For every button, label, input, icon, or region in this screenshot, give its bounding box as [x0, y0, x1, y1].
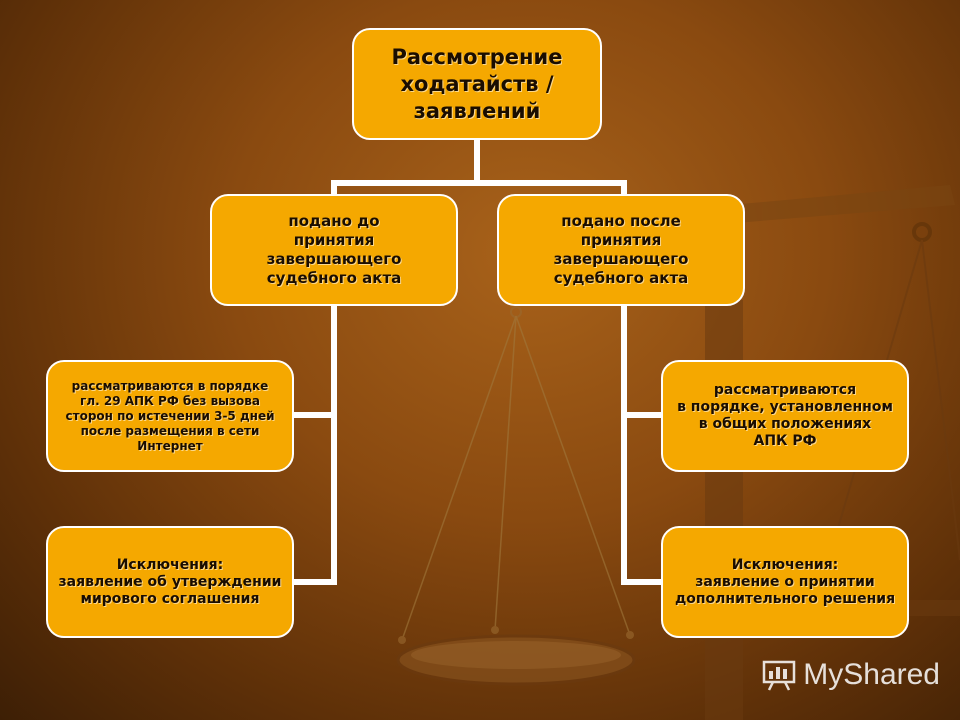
connector-left-spine	[331, 306, 337, 585]
left-exception-node: Исключения: заявление об утверждении мир…	[46, 526, 294, 638]
before-final-act-node: подано до принятия завершающего судебног…	[210, 194, 458, 306]
right-exception-text: Исключения: заявление о принятии дополни…	[674, 556, 896, 607]
connector-right-top	[621, 180, 627, 196]
connector-root-down	[474, 140, 480, 184]
right-exception-node: Исключения: заявление о принятии дополни…	[661, 526, 909, 638]
connector-left-branch-2	[294, 579, 334, 585]
before-final-act-text: подано до принятия завершающего судебног…	[266, 212, 402, 287]
presentation-board-icon	[763, 660, 796, 691]
watermark-text: MyShared	[803, 658, 940, 691]
root-node-text: Рассмотрение ходатайств / заявлений	[391, 44, 563, 123]
connector-left-top	[331, 180, 337, 196]
connector-left-branch-1	[294, 412, 334, 418]
right-procedure-text: рассматриваются в порядке, установленном…	[677, 382, 893, 449]
after-final-act-text: подано после принятия завершающего судеб…	[553, 212, 689, 287]
connector-right-spine	[621, 306, 627, 585]
connector-horizontal-top	[331, 180, 627, 186]
root-node: Рассмотрение ходатайств / заявлений	[352, 28, 602, 140]
watermark: MyShared	[761, 658, 940, 692]
right-procedure-node: рассматриваются в порядке, установленном…	[661, 360, 909, 472]
left-procedure-text: рассматриваются в порядке гл. 29 АПК РФ …	[65, 378, 275, 453]
connector-right-branch-1	[624, 412, 663, 418]
after-final-act-node: подано после принятия завершающего судеб…	[497, 194, 745, 306]
connector-right-branch-2	[624, 579, 663, 585]
left-procedure-node: рассматриваются в порядке гл. 29 АПК РФ …	[46, 360, 294, 472]
left-exception-text: Исключения: заявление об утверждении мир…	[58, 556, 282, 607]
